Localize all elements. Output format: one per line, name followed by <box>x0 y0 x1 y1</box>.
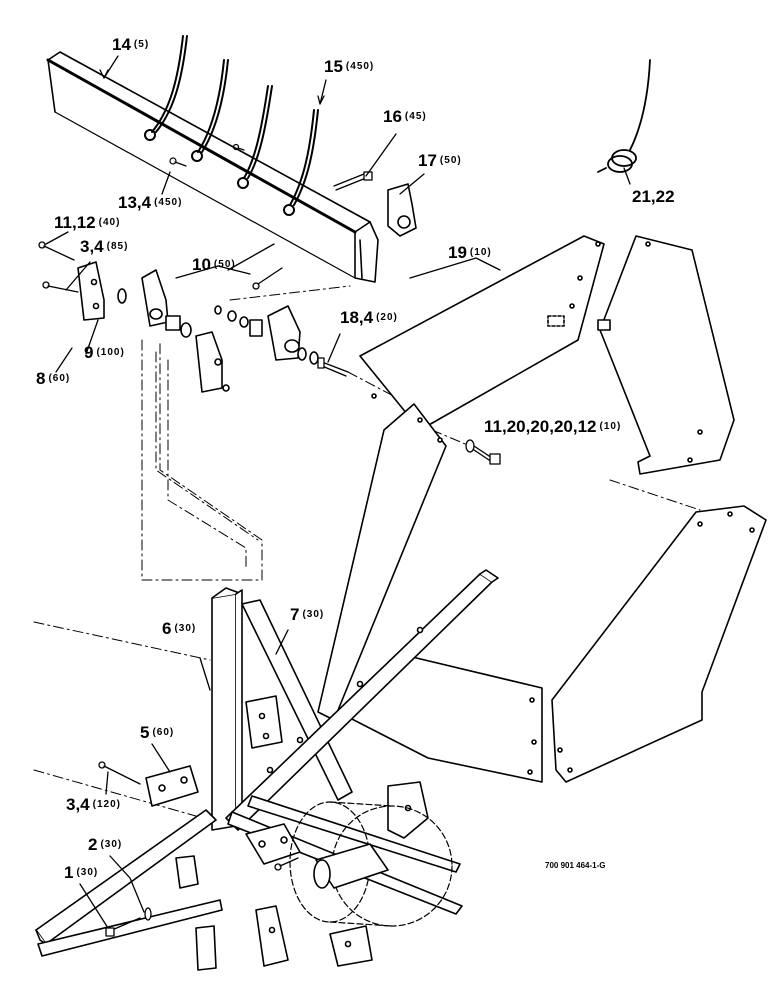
bracket-10b <box>267 305 301 361</box>
drawing-number: 700 901 464-1-G <box>545 861 606 870</box>
tine-spring <box>597 59 651 173</box>
clamp-plate-5b <box>245 823 301 865</box>
bolts-left <box>38 241 79 293</box>
callout-10: 10(50) <box>192 255 236 274</box>
bracket-8 <box>77 261 105 321</box>
bolt-16 <box>333 171 373 191</box>
callout-9: 9(100) <box>84 343 125 362</box>
callout-5: 5(60) <box>140 723 175 742</box>
bolt-18 <box>317 357 349 377</box>
tines <box>144 35 319 216</box>
clamp-plate-upper <box>245 695 283 749</box>
callout-3-4-lower: 3,4(120) <box>66 795 121 814</box>
shield-19-left <box>317 403 447 721</box>
shield-19-top <box>359 235 605 431</box>
tine-bolts <box>169 143 245 167</box>
clamp-plate-right <box>387 781 429 839</box>
frame-post-6 <box>211 587 243 831</box>
bolt-vertical <box>252 267 283 290</box>
callout-13-4: 13,4(450) <box>118 193 183 212</box>
leader-lines <box>45 55 631 929</box>
bolts-lower <box>98 761 299 937</box>
clamp-plate-bottom-c <box>329 925 373 967</box>
callout-15: 15(450) <box>324 57 375 76</box>
callout-7: 7(30) <box>290 605 325 624</box>
clamp-plate-bottom-a <box>175 855 199 889</box>
bracket-lower <box>195 331 230 393</box>
bracket-17 <box>387 183 417 237</box>
bolt-11-assembly <box>465 439 501 465</box>
washers-right <box>214 305 319 365</box>
hub-spindle <box>313 843 389 889</box>
brace-7 <box>241 599 353 801</box>
shield-19-lower <box>551 505 767 783</box>
alignment-lines <box>33 285 701 821</box>
clamp-plate-bottom-b <box>255 905 289 967</box>
callout-11-20-12: 11,20,20,20,12(10) <box>484 417 622 436</box>
callout-2: 2(30) <box>88 835 123 854</box>
callout-1: 1(30) <box>64 863 99 882</box>
callout-11-12: 11,12(40) <box>54 213 121 232</box>
shield-19-right-back <box>547 235 735 475</box>
callout-19: 19(10) <box>448 243 492 262</box>
bracket-10a <box>141 269 169 327</box>
bushings <box>165 315 192 338</box>
callout-18-4: 18,4(20) <box>340 308 398 327</box>
callout-16: 16(45) <box>383 107 427 126</box>
callout-6: 6(30) <box>162 619 197 638</box>
callout-8: 8(60) <box>36 369 71 388</box>
clamp-plate-5a <box>145 765 199 807</box>
callout-14: 14(5) <box>112 35 150 54</box>
washer-9 <box>117 288 127 304</box>
frame-leg <box>195 925 217 971</box>
callout-17: 17(50) <box>418 151 462 170</box>
callout-21-22: 21,22 <box>632 187 675 206</box>
callout-3-4-upper: 3,4(85) <box>80 237 129 256</box>
